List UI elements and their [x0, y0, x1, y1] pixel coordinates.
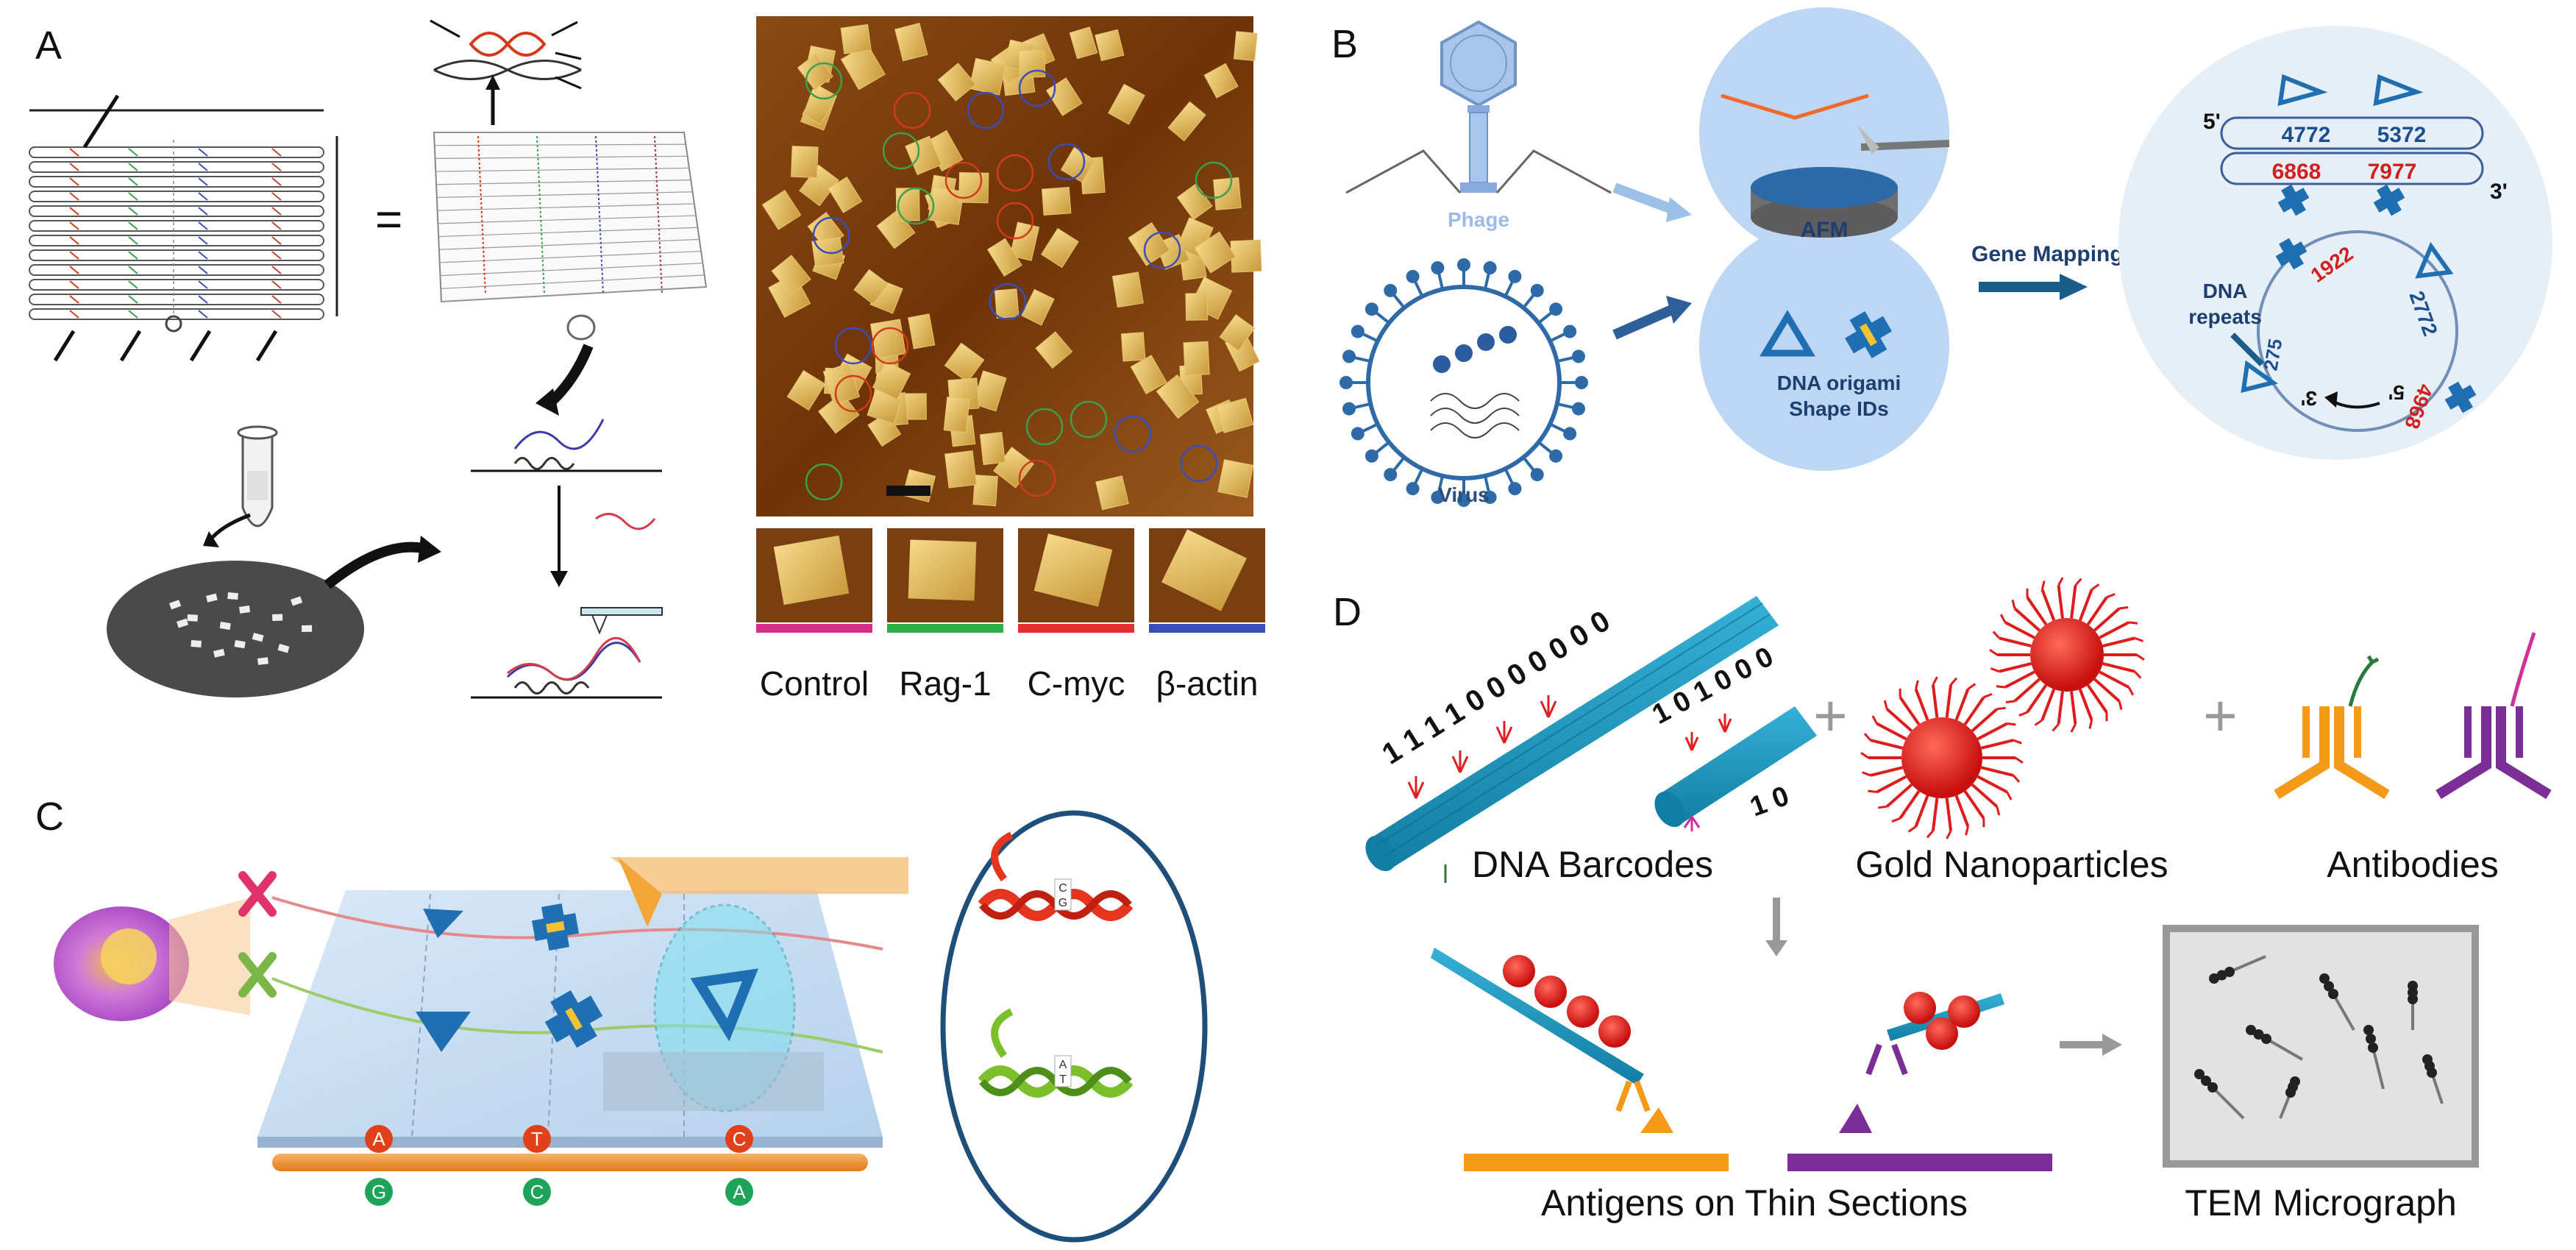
- label-tem-micrograph: TEM Micrograph: [2185, 1182, 2457, 1224]
- panel-c-letter: C: [35, 795, 64, 839]
- equals-sign: =: [375, 193, 402, 246]
- base-top: C: [733, 1128, 747, 1150]
- snp-helix-green: A T: [978, 1008, 1134, 1098]
- position-4772: 4772: [2282, 123, 2331, 147]
- afm-circle: AFM DNA origami Shape IDs: [1699, 7, 1950, 471]
- label-antigens: Antigens on Thin Sections: [1541, 1182, 1968, 1224]
- dna-repeats-line-1: DNA: [2203, 280, 2248, 302]
- afm-image: [756, 16, 1262, 516]
- five-prime-label: 5': [2203, 110, 2221, 134]
- base-bottom: C: [530, 1181, 544, 1203]
- label-gold-nanoparticles: Gold Nanoparticles: [1855, 844, 2168, 885]
- panel-a-letter: A: [35, 24, 62, 68]
- circle-five-prime: 5': [2388, 381, 2405, 404]
- antibody-purple: [2436, 632, 2552, 799]
- virus-label: Virus: [1438, 483, 1490, 506]
- label-antibodies: Antibodies: [2327, 844, 2499, 885]
- afm-legend-label: β-actin: [1156, 664, 1259, 703]
- base-bottom: A: [733, 1181, 746, 1203]
- afm-legend-label: Control: [760, 664, 869, 703]
- antigen-assembly-orange: [1431, 948, 1729, 1171]
- dna-repeats-line-2: repeats: [2188, 305, 2262, 328]
- position-6868: 6868: [2272, 160, 2321, 184]
- shape-ids-line-2: Shape IDs: [1789, 397, 1888, 420]
- chromosome-icon: [238, 871, 277, 998]
- shape-ids-line-1: DNA origami: [1777, 372, 1901, 394]
- phage-label: Phage: [1448, 208, 1509, 231]
- afm-label: AFM: [1801, 218, 1849, 242]
- snp-bottom-base-1: A: [1059, 1059, 1067, 1071]
- afm-thumbnail: Control: [756, 528, 872, 703]
- tube-icon: [237, 425, 278, 528]
- label-dna-barcodes: DNA Barcodes: [1472, 844, 1713, 885]
- position-7977: 7977: [2368, 160, 2417, 184]
- probe-duplex: [430, 19, 582, 125]
- tem-micrograph: [2163, 925, 2479, 1168]
- base-bottom: G: [371, 1181, 386, 1203]
- dna-barcode-long: 1 1 1 1 0 0 0 0 0 0 0: [1365, 596, 1779, 883]
- afm-legend-label: Rag-1: [899, 664, 991, 703]
- panel-b: B Phage Virus: [1331, 7, 2552, 507]
- grid-disk-icon: [107, 561, 364, 697]
- position-275: 275: [2259, 337, 2286, 372]
- barcode-short-end-text: 1 0: [1746, 781, 1793, 823]
- plus-sign-1: +: [1813, 683, 1848, 748]
- base-top: T: [531, 1128, 543, 1150]
- hybridization-steps: [471, 419, 663, 699]
- antigen-assembly-purple: [1787, 992, 2052, 1171]
- plus-sign-2: +: [2203, 683, 2238, 748]
- panel-b-letter: B: [1331, 22, 1358, 66]
- afm-thumbnail: Rag-1: [887, 528, 1003, 703]
- afm-thumbnail: β-actin: [1149, 528, 1265, 703]
- sequence-bar: [272, 1154, 868, 1171]
- origami-helix-rows: [29, 140, 324, 320]
- virus-icon: Virus: [1339, 258, 1588, 507]
- panel-a: A =: [29, 16, 1265, 703]
- snp-bottom-base-2: T: [1059, 1073, 1067, 1086]
- afm-legend: Control Rag-1 C-myc β-actin: [756, 528, 1265, 703]
- circle-three-prime: 3': [2301, 387, 2317, 410]
- phage-icon: Phage: [1345, 20, 1612, 231]
- panel-d-letter: D: [1333, 590, 1362, 634]
- afm-thumbnail: C-myc: [1018, 528, 1134, 703]
- staple-arrows: [53, 330, 278, 362]
- base-top: A: [372, 1128, 385, 1150]
- gene-map: 5' 3' 4772 5372 6868 7977 1922 2772 DNA …: [2118, 26, 2552, 460]
- cell-icon: [54, 898, 250, 1021]
- snp-ellipse: [940, 810, 1208, 1243]
- three-prime-label: 3': [2490, 180, 2508, 204]
- snp-top-base-2: G: [1058, 897, 1067, 909]
- snp-top-base-1: C: [1058, 882, 1067, 895]
- position-5372: 5372: [2377, 123, 2427, 147]
- afm-legend-label: C-myc: [1028, 664, 1125, 703]
- origami-rectangle-schematic: [29, 94, 338, 333]
- antibody-orange: [2274, 655, 2390, 799]
- panel-d: D 1 1 1 1 0 0 0 0 0 0 0: [1333, 577, 2552, 1224]
- snp-helix-red: C G: [978, 831, 1134, 921]
- origami-3d-sheet: [433, 132, 708, 341]
- gene-mapping-label: Gene Mapping: [1971, 242, 2124, 266]
- gold-nanoparticles: [1860, 577, 2145, 839]
